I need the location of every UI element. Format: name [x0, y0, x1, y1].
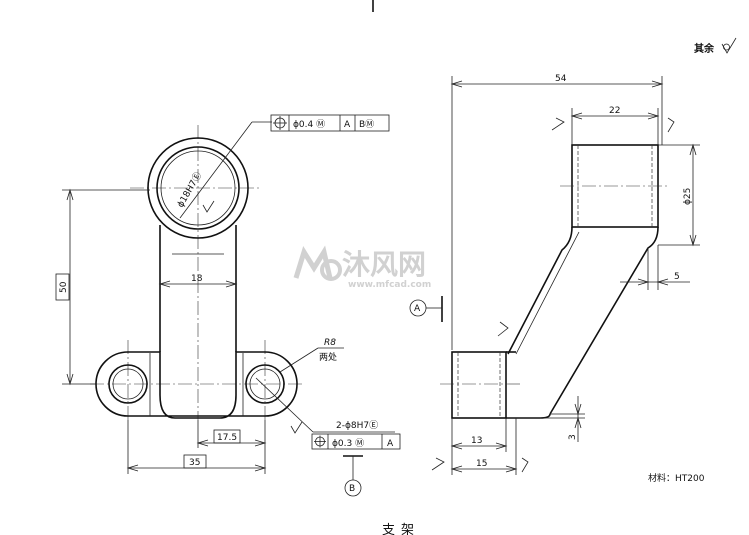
- holes-roughness-icon: [290, 421, 303, 434]
- bore-label: ϕ18H7Ⓔ: [175, 170, 204, 209]
- base-plate-outline: [95, 351, 298, 419]
- fcf-top: ϕ0.4 Ⓜ A BⓂ: [270, 114, 390, 132]
- radius-note: 两处: [319, 351, 337, 363]
- datum-a-label: A: [414, 304, 421, 314]
- top-bore: [160, 150, 236, 226]
- dim-3-text: 3: [568, 434, 578, 440]
- material-note: 材料：HT200: [648, 472, 705, 484]
- dim-offset-17-5: 17.5: [196, 420, 267, 474]
- bore-leader: [179, 121, 253, 219]
- watermark-url: www.mfcad.com: [348, 280, 431, 290]
- fcf-top-datum-b: BⓂ: [359, 119, 374, 130]
- datum-b-symbol: B: [343, 455, 363, 497]
- roughness-symbol-icon: [721, 37, 737, 54]
- watermark-main: 沐风网: [342, 248, 426, 281]
- top-boss-outer: [147, 137, 249, 239]
- arm-inner-edge: [515, 231, 580, 355]
- dim-step-5: 5: [620, 245, 690, 290]
- base-flange: [506, 413, 551, 419]
- dim-5-text: 5: [674, 272, 680, 282]
- dim-width-22: 22: [551, 106, 675, 145]
- dim-22-text: 22: [609, 106, 620, 116]
- dim-17-5-text: 17.5: [217, 433, 237, 443]
- datum-a-symbol: A: [409, 296, 443, 322]
- part-title: 支架: [382, 523, 420, 535]
- dim-dia-25: ϕ25: [658, 143, 700, 247]
- watermark: 沐风网 www.mfcad.com: [293, 245, 431, 290]
- dim-thick-3: 3: [540, 396, 585, 442]
- datum-b-label: B: [349, 484, 355, 494]
- dim-50-text: 50: [59, 281, 69, 293]
- dim-base-15: 15: [431, 321, 529, 475]
- dim-35-text: 35: [189, 458, 200, 468]
- dim-span-35: 35: [126, 420, 267, 474]
- surface-finish-note: 其余: [694, 37, 737, 55]
- dim-18-text: 18: [191, 274, 203, 284]
- right-hole: [249, 368, 281, 400]
- left-hole-outer: [108, 364, 148, 404]
- dim-25-text: ϕ25: [683, 188, 693, 205]
- fcf-bottom-datum-a: A: [387, 439, 394, 449]
- dim-54-text: 54: [555, 74, 567, 84]
- fcf-top-datum-a: A: [344, 120, 351, 130]
- side-bottom-boss: [451, 351, 507, 419]
- dim-15-text: 15: [476, 459, 487, 469]
- arm-upper-edge: [507, 226, 573, 355]
- arm-lower-edge: [549, 226, 659, 415]
- watermark-logo-icon: [293, 245, 342, 281]
- fcf-bottom-tolerance: ϕ0.3 Ⓜ: [332, 438, 364, 449]
- radius-label: R8: [324, 338, 336, 348]
- radius-callout: R8 两处: [279, 338, 344, 373]
- holes-callout: 2-ϕ8H7Ⓔ ϕ0.3 Ⓜ A: [255, 377, 401, 450]
- dim-base-13: 13: [450, 418, 508, 475]
- roughness-symbol-icon: [431, 321, 529, 473]
- bore-roughness-icon: [202, 200, 215, 213]
- dim-width-54: 54: [450, 74, 664, 350]
- roughness-symbol-icon: [551, 117, 675, 133]
- dim-height-50: 50: [55, 188, 150, 386]
- top-boss-inner: [156, 146, 240, 230]
- left-hole: [112, 368, 144, 400]
- position-icon: [314, 435, 326, 448]
- fcf-top-tolerance: ϕ0.4 Ⓜ: [293, 119, 325, 130]
- dim-13-text: 13: [471, 436, 482, 446]
- right-hole-outer: [245, 364, 285, 404]
- position-icon: [273, 116, 287, 130]
- front-view: ϕ18H7Ⓔ ϕ0.4 Ⓜ A BⓂ 50: [55, 114, 401, 497]
- dim-width-18: 18: [158, 274, 238, 288]
- holes-label: 2-ϕ8H7Ⓔ: [336, 420, 378, 431]
- surface-note-label: 其余: [694, 42, 715, 55]
- side-view: A 54 22: [409, 74, 700, 475]
